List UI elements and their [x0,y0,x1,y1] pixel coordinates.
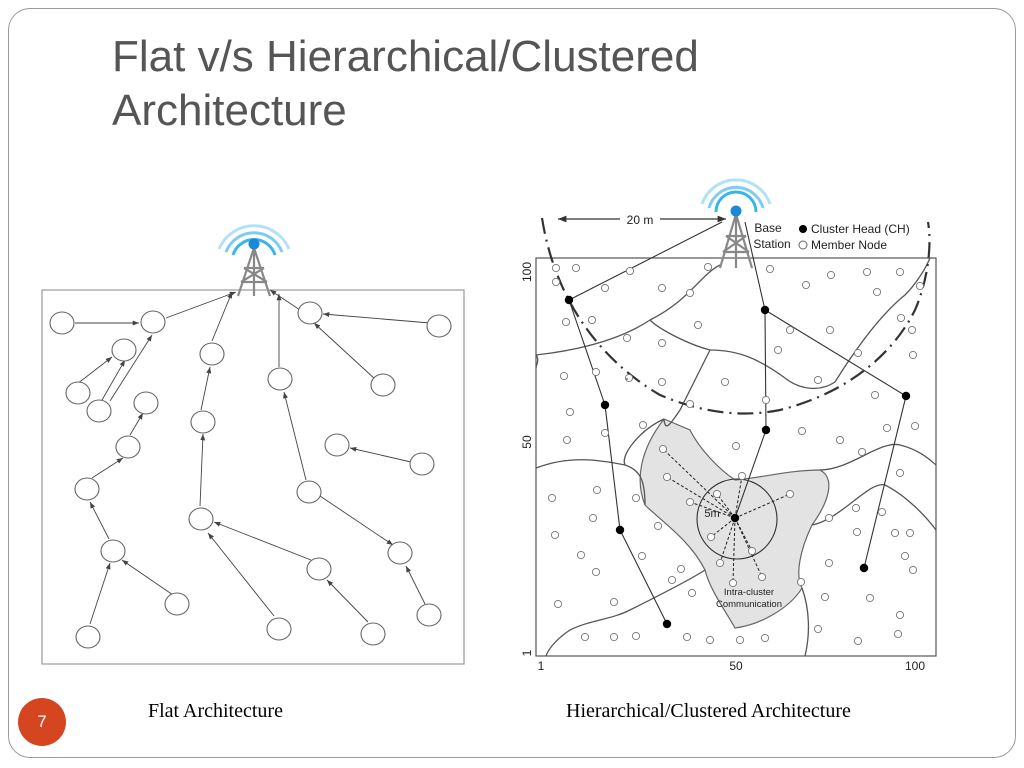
flat-node [416,603,442,627]
member-nodes [547,262,925,646]
flat-node [49,311,75,335]
hierarchical-architecture-caption: Hierarchical/Clustered Architecture [566,700,851,722]
cluster-head [760,305,770,315]
flat-node [65,381,91,405]
flat-node [111,338,137,362]
flat-node [133,391,159,415]
flat-node [199,342,225,366]
cluster-head [761,425,771,435]
flat-node [190,410,216,434]
flat-node [360,622,386,646]
y-tick-50: 50 [520,435,534,449]
flat-node [86,399,112,423]
cluster-head [662,619,672,629]
legend-cluster-head-marker [799,225,807,233]
legend-member-node-marker [798,240,808,250]
base-station-label-line-1: Base [754,221,782,235]
slide-title: Flat v/s Hierarchical/Clustered Architec… [112,30,972,138]
hier-base-station-tower-icon [700,178,772,269]
flat-node [266,617,292,641]
radius-label: 5m [704,508,719,520]
y-tick-100: 100 [520,262,534,282]
flat-node [296,480,322,504]
flat-node [100,539,126,563]
cluster-head [730,513,740,523]
flat-node [75,625,101,649]
flat-node [297,301,323,325]
flat-node [370,373,396,397]
legend: Cluster Head (CH) Member Node [798,222,910,252]
cluster-head [859,563,869,573]
slide-frame [8,8,1016,758]
x-tick-50: 50 [729,659,743,673]
cluster-head [600,400,610,410]
intra-cluster-links [662,448,791,584]
flat-base-station-tower-icon [217,224,291,297]
flat-node [324,433,350,457]
cluster-head-links [568,221,907,625]
cluster-head [564,295,574,305]
flat-node [387,541,413,565]
cluster-head [615,525,625,535]
legend-cluster-head-label: Cluster Head (CH) [811,222,910,236]
flat-architecture-caption: Flat Architecture [148,700,283,722]
legend-member-node-label: Member Node [811,238,887,252]
title-line-2: Architecture [112,86,347,135]
flat-node [188,507,214,531]
flat-node [74,477,100,501]
cluster-heads [564,295,911,629]
cluster-head [901,391,911,401]
member-node [626,378,628,380]
base-station-label-line-2: Station [753,237,790,251]
intra-cluster-label-line-1: Intra-cluster [724,587,774,598]
flat-node [426,314,452,338]
cluster-radius-circle [696,478,778,560]
flat-node [267,367,293,391]
flat-node [140,310,166,334]
flat-node [409,452,435,476]
intra-cluster-label-line-2: Communication [716,599,782,610]
page-number-badge: 7 [18,698,66,746]
communication-range-arc [540,217,931,415]
flat-node [306,557,332,581]
flat-node [164,592,190,616]
x-tick-1: 1 [538,659,545,673]
flat-node [115,435,141,459]
flat-links [75,289,431,625]
flat-nodes [49,301,452,649]
distance-label: 20 m [627,213,654,227]
x-tick-100: 100 [905,659,925,673]
y-tick-1: 1 [520,649,534,656]
cluster-boundaries [535,257,937,657]
title-line-1: Flat v/s Hierarchical/Clustered [112,32,699,81]
